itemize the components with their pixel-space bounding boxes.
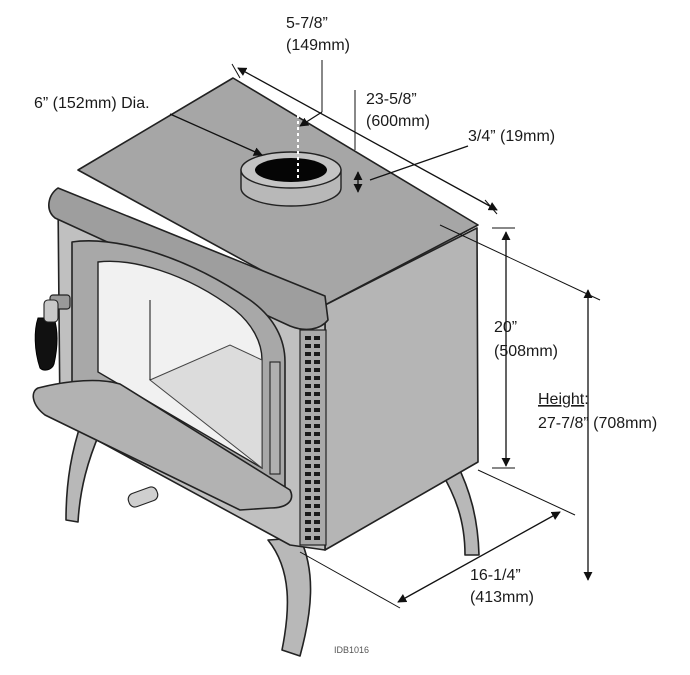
vent-slot [314, 480, 320, 484]
vent-slot [314, 336, 320, 340]
width-label-1: 16-1/4” [470, 567, 521, 584]
width-label-2: (413mm) [470, 589, 534, 606]
front-left-leg [65, 419, 101, 523]
vent-slot [305, 488, 311, 492]
vent-slot [314, 432, 320, 436]
flue-offset-dimension [299, 111, 323, 127]
width-dimension [397, 511, 561, 603]
width-ext-right [477, 469, 576, 516]
overall-height-label-2: 27-7/8” (708mm) [538, 415, 657, 432]
body-height-label-2: (508mm) [494, 343, 558, 360]
width-ext-left [299, 551, 401, 609]
flue-offset-label-2: (149mm) [286, 37, 350, 54]
vent-slot [305, 416, 311, 420]
top-front-lip [48, 187, 329, 331]
vent-slot [314, 416, 320, 420]
vent-slot [305, 336, 311, 340]
vent-slot [305, 432, 311, 436]
vent-slot [314, 408, 320, 412]
vent-slot [314, 368, 320, 372]
depth-dimension [237, 67, 498, 211]
vent-slot [305, 344, 311, 348]
vent-slot [305, 536, 311, 540]
vent-slot [314, 520, 320, 524]
figure-id: IDB1016 [334, 645, 369, 655]
door-handle [34, 294, 71, 371]
vent-slot [314, 440, 320, 444]
vent-slot [314, 384, 320, 388]
vent-slot [314, 392, 320, 396]
depth-label-2: (600mm) [366, 113, 430, 130]
vent-slot [305, 400, 311, 404]
vent-slot [305, 464, 311, 468]
vent-slot [314, 488, 320, 492]
depth-label-1: 23-5/8” [366, 91, 417, 108]
air-control-knob [127, 486, 159, 508]
vent-slot [305, 472, 311, 476]
collar-height-label: 3/4” (19mm) [468, 128, 555, 145]
vent-slot [305, 408, 311, 412]
vent-slot [305, 384, 311, 388]
vent-slot [314, 472, 320, 476]
vent-slot [305, 456, 311, 460]
depth-ext-left [231, 63, 241, 79]
vent-slot [314, 344, 320, 348]
overall-height-word: Height [538, 391, 585, 408]
vent-slot [305, 528, 311, 532]
vent-slot [314, 496, 320, 500]
vent-slot [305, 352, 311, 356]
overall-height-colon: : [584, 391, 588, 408]
vent-slot [305, 368, 311, 372]
vent-slot [314, 448, 320, 452]
body-height-label-1: 20” [494, 319, 517, 336]
front-shelf [32, 379, 293, 511]
door-hinge [269, 361, 281, 475]
side-vent-grille [299, 329, 327, 546]
vent-slot [305, 504, 311, 508]
vent-slot [305, 512, 311, 516]
vent-slot [314, 536, 320, 540]
vent-slot [314, 464, 320, 468]
vent-slot [305, 424, 311, 428]
vent-slot [305, 392, 311, 396]
vent-slot [305, 520, 311, 524]
vent-slot [305, 376, 311, 380]
vent-slot [314, 400, 320, 404]
vent-slot [305, 496, 311, 500]
firebox-interior [149, 344, 263, 470]
vent-slot [314, 504, 320, 508]
dimension-lines [169, 60, 601, 609]
collar-height-leader [369, 145, 469, 181]
vent-slot [314, 376, 320, 380]
vent-slot [314, 360, 320, 364]
vent-slot [314, 512, 320, 516]
overall-height-label-1: Height: [538, 391, 589, 408]
vent-slot [305, 360, 311, 364]
overall-height-ext-top [439, 224, 601, 301]
vent-slot [314, 456, 320, 460]
vent-slot [305, 448, 311, 452]
flue-diameter-leader [169, 113, 263, 156]
front-right-leg [267, 537, 312, 657]
vent-slot [314, 424, 320, 428]
vent-slot [305, 480, 311, 484]
flue-diameter-label: 6” (152mm) Dia. [34, 95, 150, 112]
vent-slot [305, 440, 311, 444]
vent-slot [314, 352, 320, 356]
flue-offset-label-1: 5-7/8” [286, 15, 328, 32]
vent-slot [314, 528, 320, 532]
